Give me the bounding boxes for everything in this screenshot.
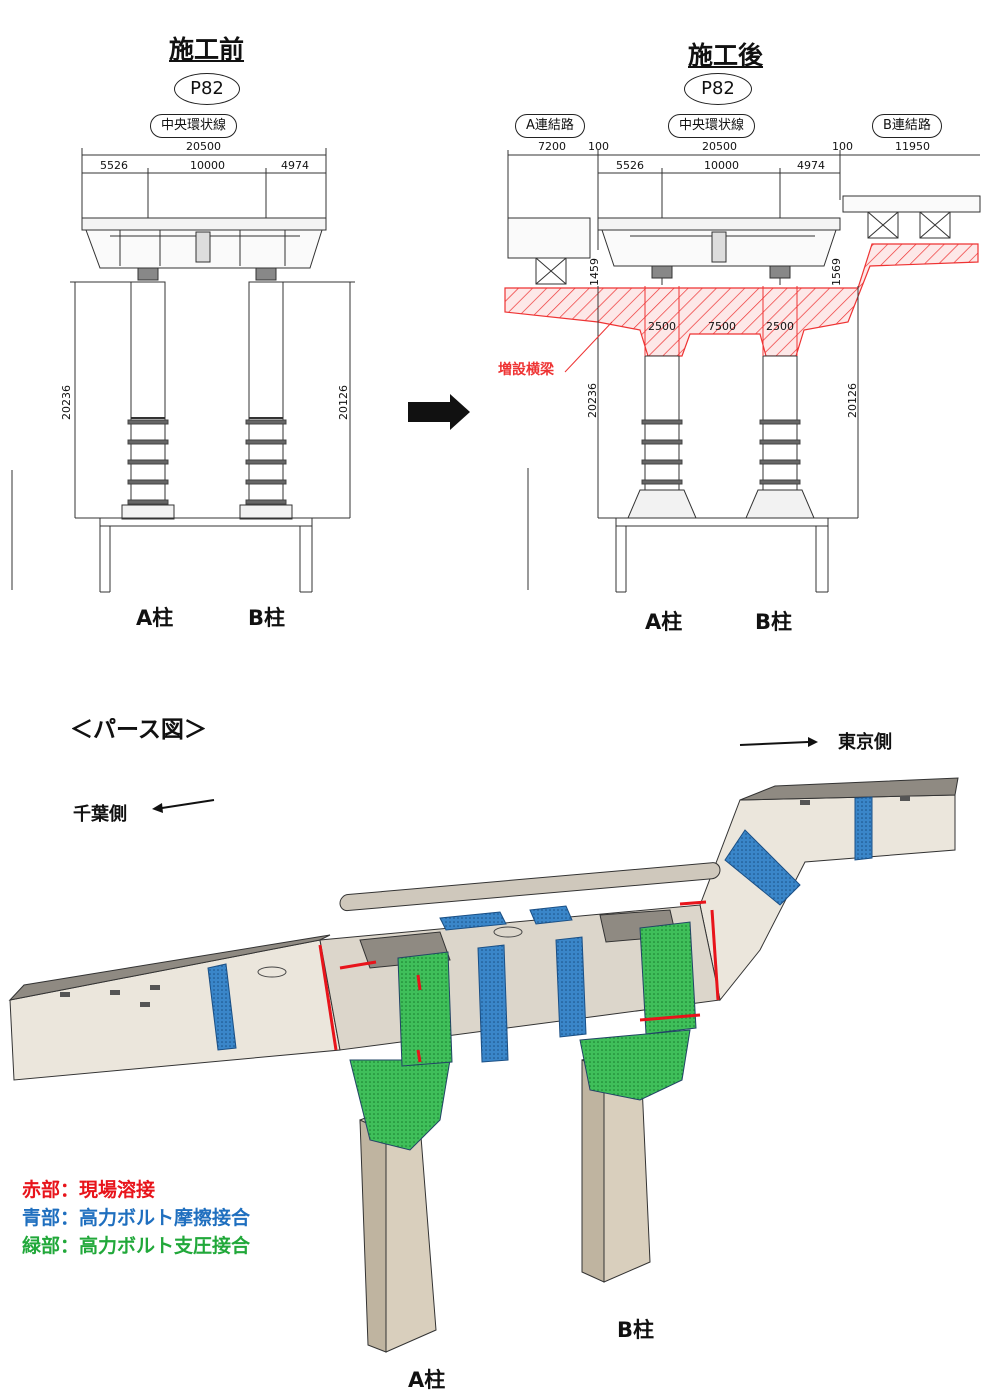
after-route-a-label: A連結路	[515, 114, 585, 138]
before-dim-left: 5526	[100, 159, 128, 172]
before-dim-mid: 10000	[190, 159, 225, 172]
tokyo-side-label: 東京側	[838, 732, 892, 753]
after-title: 施工後	[688, 41, 764, 70]
perspective-title: ＜パース図＞	[70, 717, 207, 743]
after-column-b: B柱	[755, 610, 793, 634]
transition-arrow	[408, 394, 470, 430]
after-pier-label: P82	[684, 73, 752, 105]
before-column-b: B柱	[248, 606, 286, 630]
after-column-a: A柱	[645, 610, 683, 634]
before-dim-right: 4974	[281, 159, 309, 172]
before-column-a: A柱	[136, 606, 174, 630]
perspective-column-b: B柱	[617, 1318, 655, 1342]
after-route-b-label: B連結路	[872, 114, 942, 138]
legend-blue: 青部：高力ボルト摩擦接合	[22, 1207, 251, 1229]
legend-red: 赤部：現場溶接	[22, 1179, 156, 1201]
after-dim-w2: 7500	[708, 320, 736, 333]
after-dim-a: 7200	[538, 140, 566, 153]
chiba-side-label: 千葉側	[73, 804, 127, 825]
before-route-label: 中央環状線	[150, 114, 238, 138]
right-arm	[699, 794, 956, 1002]
after-height-b: 20126	[846, 383, 859, 418]
before-title: 施工前	[169, 35, 245, 64]
after-dim-right: 4974	[797, 159, 825, 172]
after-dim-mid: 10000	[704, 159, 739, 172]
after-dim-gap-right: 100	[832, 140, 853, 153]
after-dim-w3: 2500	[766, 320, 794, 333]
perspective-column-a: A柱	[408, 1368, 446, 1392]
legend-green: 緑部：高力ボルト支圧接合	[22, 1235, 251, 1257]
before-height-a: 20236	[60, 385, 73, 420]
after-dim-b: 11950	[895, 140, 930, 153]
after-dim-gap-left: 100	[588, 140, 609, 153]
perspective-model	[8, 737, 959, 1353]
after-dim-w1: 2500	[648, 320, 676, 333]
before-pier-label: P82	[174, 73, 240, 105]
after-elevation	[504, 150, 981, 593]
added-beam-label: 増設横梁	[498, 362, 554, 378]
after-dim-h2: 1569	[830, 258, 843, 286]
after-dim-h1: 1459	[588, 258, 601, 286]
after-dim-total: 20500	[702, 140, 737, 153]
after-dim-left: 5526	[616, 159, 644, 172]
after-height-a: 20236	[586, 383, 599, 418]
before-dim-total: 20500	[186, 140, 221, 153]
before-height-b: 20126	[337, 385, 350, 420]
after-route-main-label: 中央環状線	[668, 114, 756, 138]
before-elevation	[11, 148, 355, 593]
